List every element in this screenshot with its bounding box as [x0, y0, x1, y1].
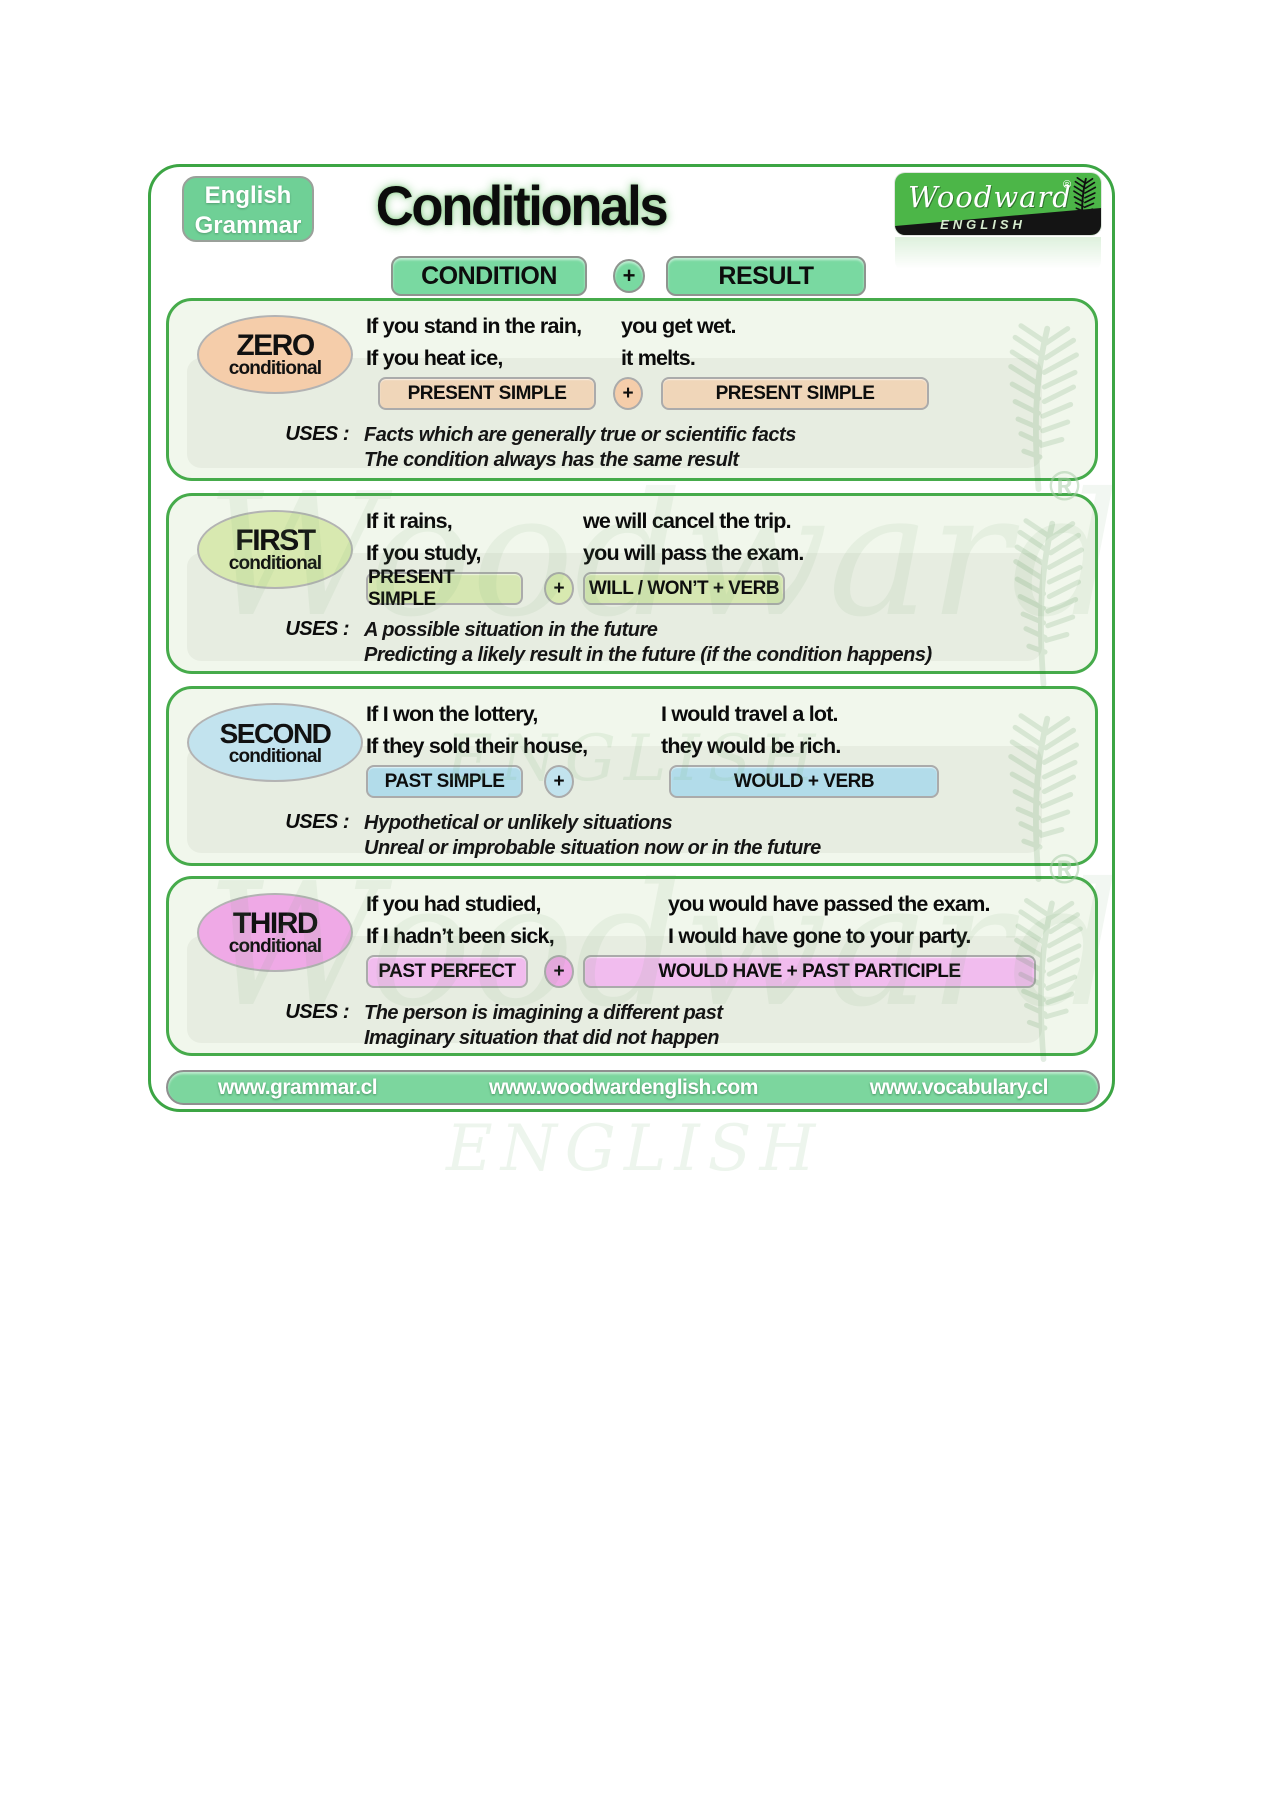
- badge-line-2: Grammar: [194, 212, 302, 239]
- first-conditional-oval: FIRST conditional: [197, 510, 353, 589]
- third-conditional-oval: THIRD conditional: [197, 893, 353, 972]
- condition-sentence: If they sold their house,: [366, 734, 588, 758]
- uses-block: USES : A possible situation in the futur…: [257, 618, 932, 668]
- result-sentence: you would have passed the exam.: [668, 892, 991, 916]
- watermark-english-script: ENGLISH: [446, 1112, 824, 1186]
- result-sentence: I would travel a lot.: [661, 702, 839, 726]
- page-title: Conditionals: [375, 174, 669, 237]
- section-name: THIRD: [232, 906, 319, 940]
- registered-mark: ®: [1063, 179, 1072, 191]
- condition-sentence: If you stand in the rain,: [366, 314, 582, 338]
- plus-icon: +: [544, 572, 574, 605]
- section-subname: conditional: [228, 552, 322, 574]
- plus-icon: +: [544, 955, 574, 988]
- section-subname: conditional: [228, 745, 322, 767]
- uses-block: USES : Facts which are generally true or…: [257, 423, 796, 473]
- uses-label: USES :: [285, 1001, 349, 1023]
- plus-icon: +: [544, 765, 574, 798]
- uses-line: A possible situation in the future: [364, 619, 658, 641]
- result-tense-chip: PRESENT SIMPLE: [661, 377, 929, 410]
- condition-sentence: If you had studied,: [366, 892, 542, 916]
- section-third-conditional: THIRD conditional If you had studied, yo…: [166, 876, 1098, 1056]
- condition-tense-chip: PAST SIMPLE: [366, 765, 523, 798]
- plus-icon: +: [613, 259, 645, 293]
- section-name: FIRST: [235, 523, 316, 557]
- uses-block: USES : The person is imagining a differe…: [257, 1001, 723, 1051]
- uses-line: Facts which are generally true or scient…: [364, 424, 796, 446]
- condition-label: CONDITION: [391, 256, 587, 296]
- result-sentence: you will pass the exam.: [583, 541, 804, 565]
- condition-sentence: If you study,: [366, 541, 481, 565]
- condition-sentence: If you heat ice,: [366, 346, 503, 370]
- condition-sentence: If I won the lottery,: [366, 702, 538, 726]
- result-sentence: we will cancel the trip.: [583, 509, 792, 533]
- footer-link-vocabulary[interactable]: www.vocabulary.cl: [869, 1075, 1049, 1099]
- section-second-conditional: SECOND conditional If I won the lottery,…: [166, 686, 1098, 866]
- result-sentence: they would be rich.: [661, 734, 841, 758]
- condition-sentence: If it rains,: [366, 509, 453, 533]
- uses-line: Unreal or improbable situation now or in…: [364, 837, 821, 859]
- second-conditional-oval: SECOND conditional: [187, 703, 363, 782]
- section-zero-conditional: ZERO conditional If you stand in the rai…: [166, 298, 1098, 481]
- uses-label: USES :: [285, 423, 349, 445]
- uses-label: USES :: [285, 618, 349, 640]
- footer-bar: www.grammar.cl www.woodwardenglish.com w…: [166, 1070, 1100, 1105]
- condition-sentence: If I hadn’t been sick,: [366, 924, 555, 948]
- uses-block: USES : Hypothetical or unlikely situatio…: [257, 811, 821, 861]
- result-sentence: you get wet.: [621, 314, 736, 338]
- uses-line: The person is imagining a different past: [364, 1002, 723, 1024]
- condition-tense-chip: PRESENT SIMPLE: [366, 567, 523, 610]
- logo-sub-text: ENGLISH: [940, 217, 1026, 232]
- logo-reflection: [895, 237, 1101, 271]
- result-tense-chip: WOULD + VERB: [669, 765, 939, 798]
- uses-line: Imaginary situation that did not happen: [364, 1027, 719, 1049]
- condition-tense-chip: PAST PERFECT: [366, 955, 528, 988]
- uses-label: USES :: [285, 811, 349, 833]
- uses-line: Hypothetical or unlikely situations: [364, 812, 673, 834]
- badge-line-1: English: [204, 182, 292, 209]
- uses-line: The condition always has the same result: [364, 449, 739, 471]
- result-tense-chip: WILL / WON’T + VERB: [583, 572, 785, 605]
- result-label: RESULT: [666, 256, 866, 296]
- plus-icon: +: [613, 377, 643, 410]
- conditionals-poster: English Grammar Conditionals Woodward ® …: [148, 164, 1120, 1186]
- result-tense-chip: WOULD HAVE + PAST PARTICIPLE: [583, 955, 1036, 988]
- english-grammar-badge: English Grammar: [182, 176, 314, 242]
- uses-line: Predicting a likely result in the future…: [364, 644, 932, 666]
- condition-tense-chip: PRESENT SIMPLE: [378, 377, 596, 410]
- zero-conditional-oval: ZERO conditional: [197, 315, 353, 394]
- section-name: SECOND: [219, 717, 332, 749]
- result-sentence: it melts.: [621, 346, 696, 370]
- section-subname: conditional: [228, 935, 322, 957]
- logo-brand-text: Woodward: [908, 180, 1072, 214]
- section-name: ZERO: [236, 328, 315, 362]
- section-first-conditional: FIRST conditional If it rains, we will c…: [166, 493, 1098, 674]
- section-subname: conditional: [228, 357, 322, 379]
- woodward-english-logo: Woodward ® ENGLISH: [895, 173, 1101, 235]
- footer-link-grammar[interactable]: www.grammar.cl: [218, 1075, 378, 1099]
- result-sentence: I would have gone to your party.: [668, 924, 971, 948]
- footer-link-woodwardenglish[interactable]: www.woodwardenglish.com: [488, 1075, 758, 1099]
